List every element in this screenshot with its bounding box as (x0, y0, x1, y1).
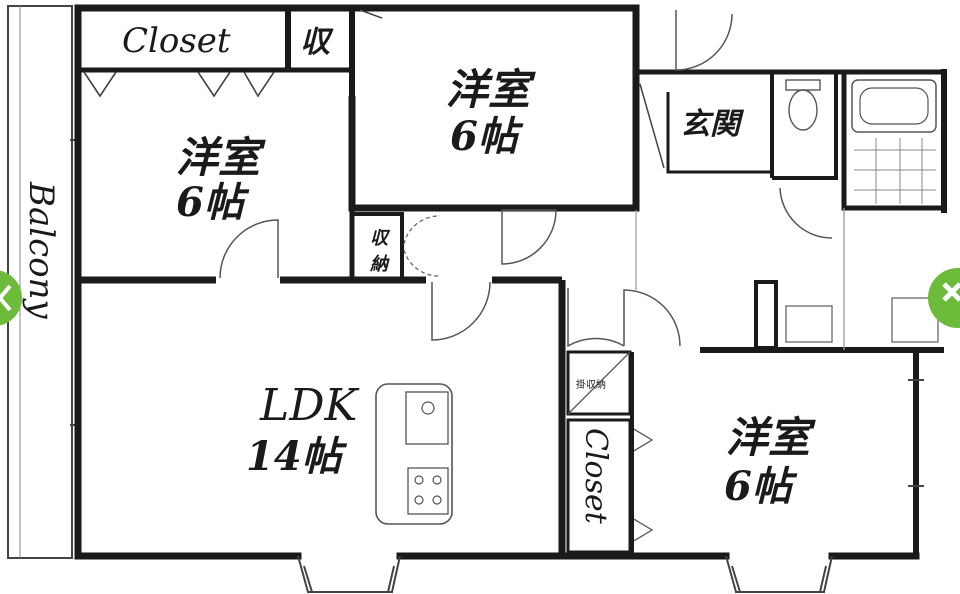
bedroom-top-size: 6帖 (450, 113, 524, 160)
balcony-label: Balcony (21, 181, 61, 320)
ldk-name: LDK (259, 380, 359, 431)
bedroom-left-size: 6帖 (176, 179, 250, 226)
toilet-bowl (788, 89, 818, 131)
closet-top-left-label: Closet (122, 21, 231, 61)
sink (405, 391, 449, 445)
bathroom (841, 72, 944, 211)
storage-small-top: 収 (288, 8, 383, 96)
prev-button[interactable] (0, 270, 22, 326)
storage-mid-line2: 納 (369, 254, 390, 275)
bedroom-top: 洋室 6帖 (348, 65, 640, 265)
ldk: LDK 14帖 (246, 380, 453, 525)
bedroom-right-size: 6帖 (724, 463, 798, 510)
linen-closet-label: 掛収納 (576, 378, 606, 391)
bedroom-left-name: 洋室 (176, 133, 266, 182)
chevron-left-icon (0, 284, 12, 312)
closet-right: Closet (566, 418, 654, 554)
storage-mid-line1: 収 (370, 228, 391, 249)
closet-right-label: Closet (578, 428, 613, 525)
bathtub (851, 79, 937, 133)
entrance: 玄関 (633, 10, 774, 178)
ldk-size: 14帖 (246, 433, 348, 480)
bedroom-right: 洋室 6帖 (630, 352, 924, 556)
balcony: Balcony (7, 5, 78, 559)
storage-small-top-label: 収 (300, 25, 334, 60)
kitchen-counter (375, 383, 453, 525)
toilet (772, 72, 838, 239)
entrance-label: 玄関 (680, 107, 745, 142)
storage-mid: 収 納 (352, 212, 441, 280)
close-button[interactable] (928, 268, 960, 328)
bedroom-left: 洋室 6帖 (78, 133, 426, 284)
close-icon (942, 282, 960, 302)
stove (407, 467, 449, 515)
bedroom-top-name: 洋室 (446, 65, 536, 114)
washing-machine (785, 305, 833, 343)
hallway (431, 210, 681, 556)
toilet-tank (785, 79, 821, 91)
bedroom-right-name: 洋室 (726, 413, 816, 462)
washroom (700, 208, 944, 353)
closet-top-left: Closet (78, 8, 291, 98)
linen-closet: 掛収納 (566, 350, 632, 416)
bay-windows (297, 555, 833, 593)
